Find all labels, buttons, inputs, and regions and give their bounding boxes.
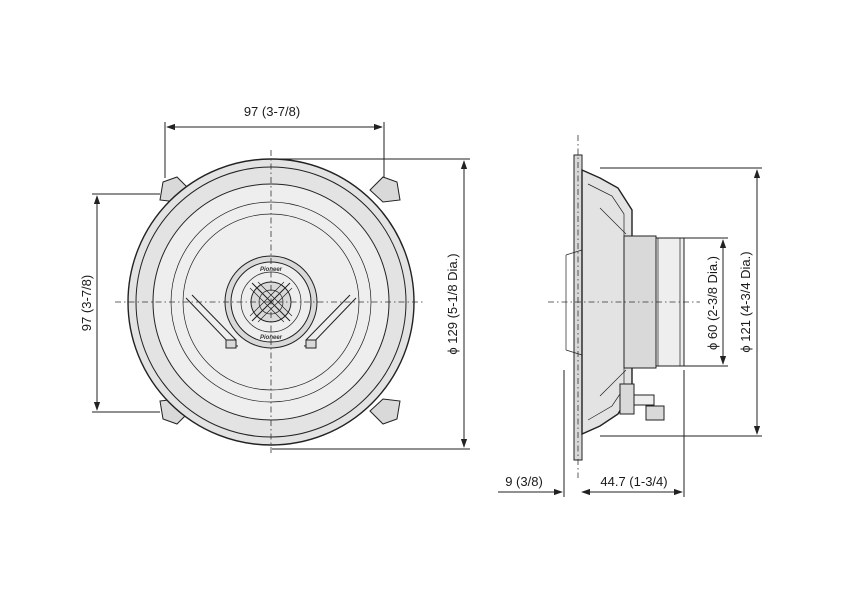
flange-depth-label: 9 (3/8): [505, 474, 543, 489]
front-width-dimension: 97 (3-7/8): [164, 104, 385, 178]
side-terminal: [619, 383, 665, 421]
side-magnet-label: ϕ 60 (2-3/8 Dia.): [705, 256, 720, 350]
mounting-tab-bottom-right: [369, 398, 401, 425]
front-view: Pioneer Pioneer: [115, 150, 425, 455]
logo-bottom: Pioneer: [260, 335, 283, 341]
logo-top: Pioneer: [260, 267, 283, 273]
front-diameter-dimension: ϕ 129 (5-1/8 Dia.): [272, 158, 470, 450]
side-basket-dimension: ϕ 121 (4-3/4 Dia.): [600, 167, 762, 437]
side-magnet-dimension: ϕ 60 (2-3/8 Dia.): [684, 237, 728, 367]
front-width-label: 97 (3-7/8): [244, 104, 300, 119]
front-height-label: 97 (3-7/8): [79, 275, 94, 331]
side-depth-dimensions: 9 (3/8) 44.7 (1-3/4): [498, 370, 685, 497]
front-height-dimension: 97 (3-7/8): [79, 193, 160, 413]
mounting-tab-top-right: [369, 176, 401, 203]
front-diameter-label: ϕ 129 (5-1/8 Dia.): [445, 253, 460, 354]
side-motor-plate: [623, 235, 657, 369]
side-basket-label: ϕ 121 (4-3/4 Dia.): [738, 251, 753, 352]
mount-depth-label: 44.7 (1-3/4): [600, 474, 667, 489]
tweeter-bridge: [185, 294, 357, 349]
side-view: [548, 135, 700, 478]
